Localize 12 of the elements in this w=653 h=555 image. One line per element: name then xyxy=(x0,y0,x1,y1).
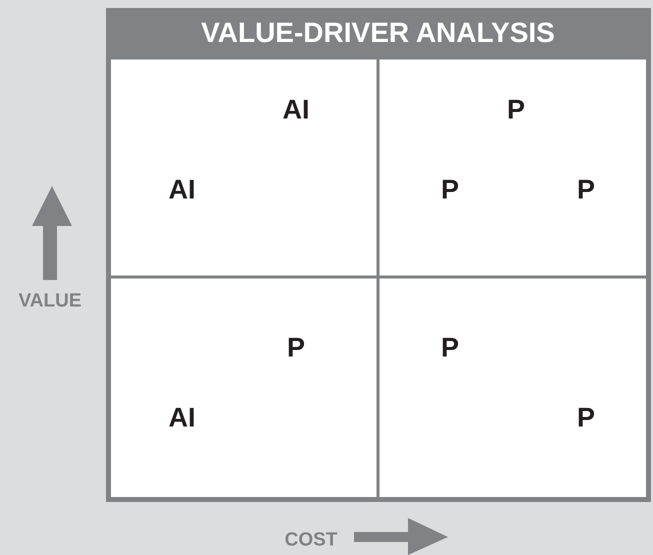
item-marker: P xyxy=(507,96,525,124)
axis-label: COST xyxy=(284,530,338,550)
item-marker: P xyxy=(287,334,305,362)
item-marker: P xyxy=(441,334,459,362)
axis-label: VALUE xyxy=(18,292,82,310)
item-marker: P xyxy=(577,176,595,204)
item-marker: AI xyxy=(168,176,196,204)
item-marker: AI xyxy=(282,96,310,124)
item-marker: P xyxy=(441,176,459,204)
item-marker: AI xyxy=(168,404,196,432)
item-marker: P xyxy=(577,404,595,432)
title: VALUE-DRIVER ANALYSIS xyxy=(201,19,555,47)
